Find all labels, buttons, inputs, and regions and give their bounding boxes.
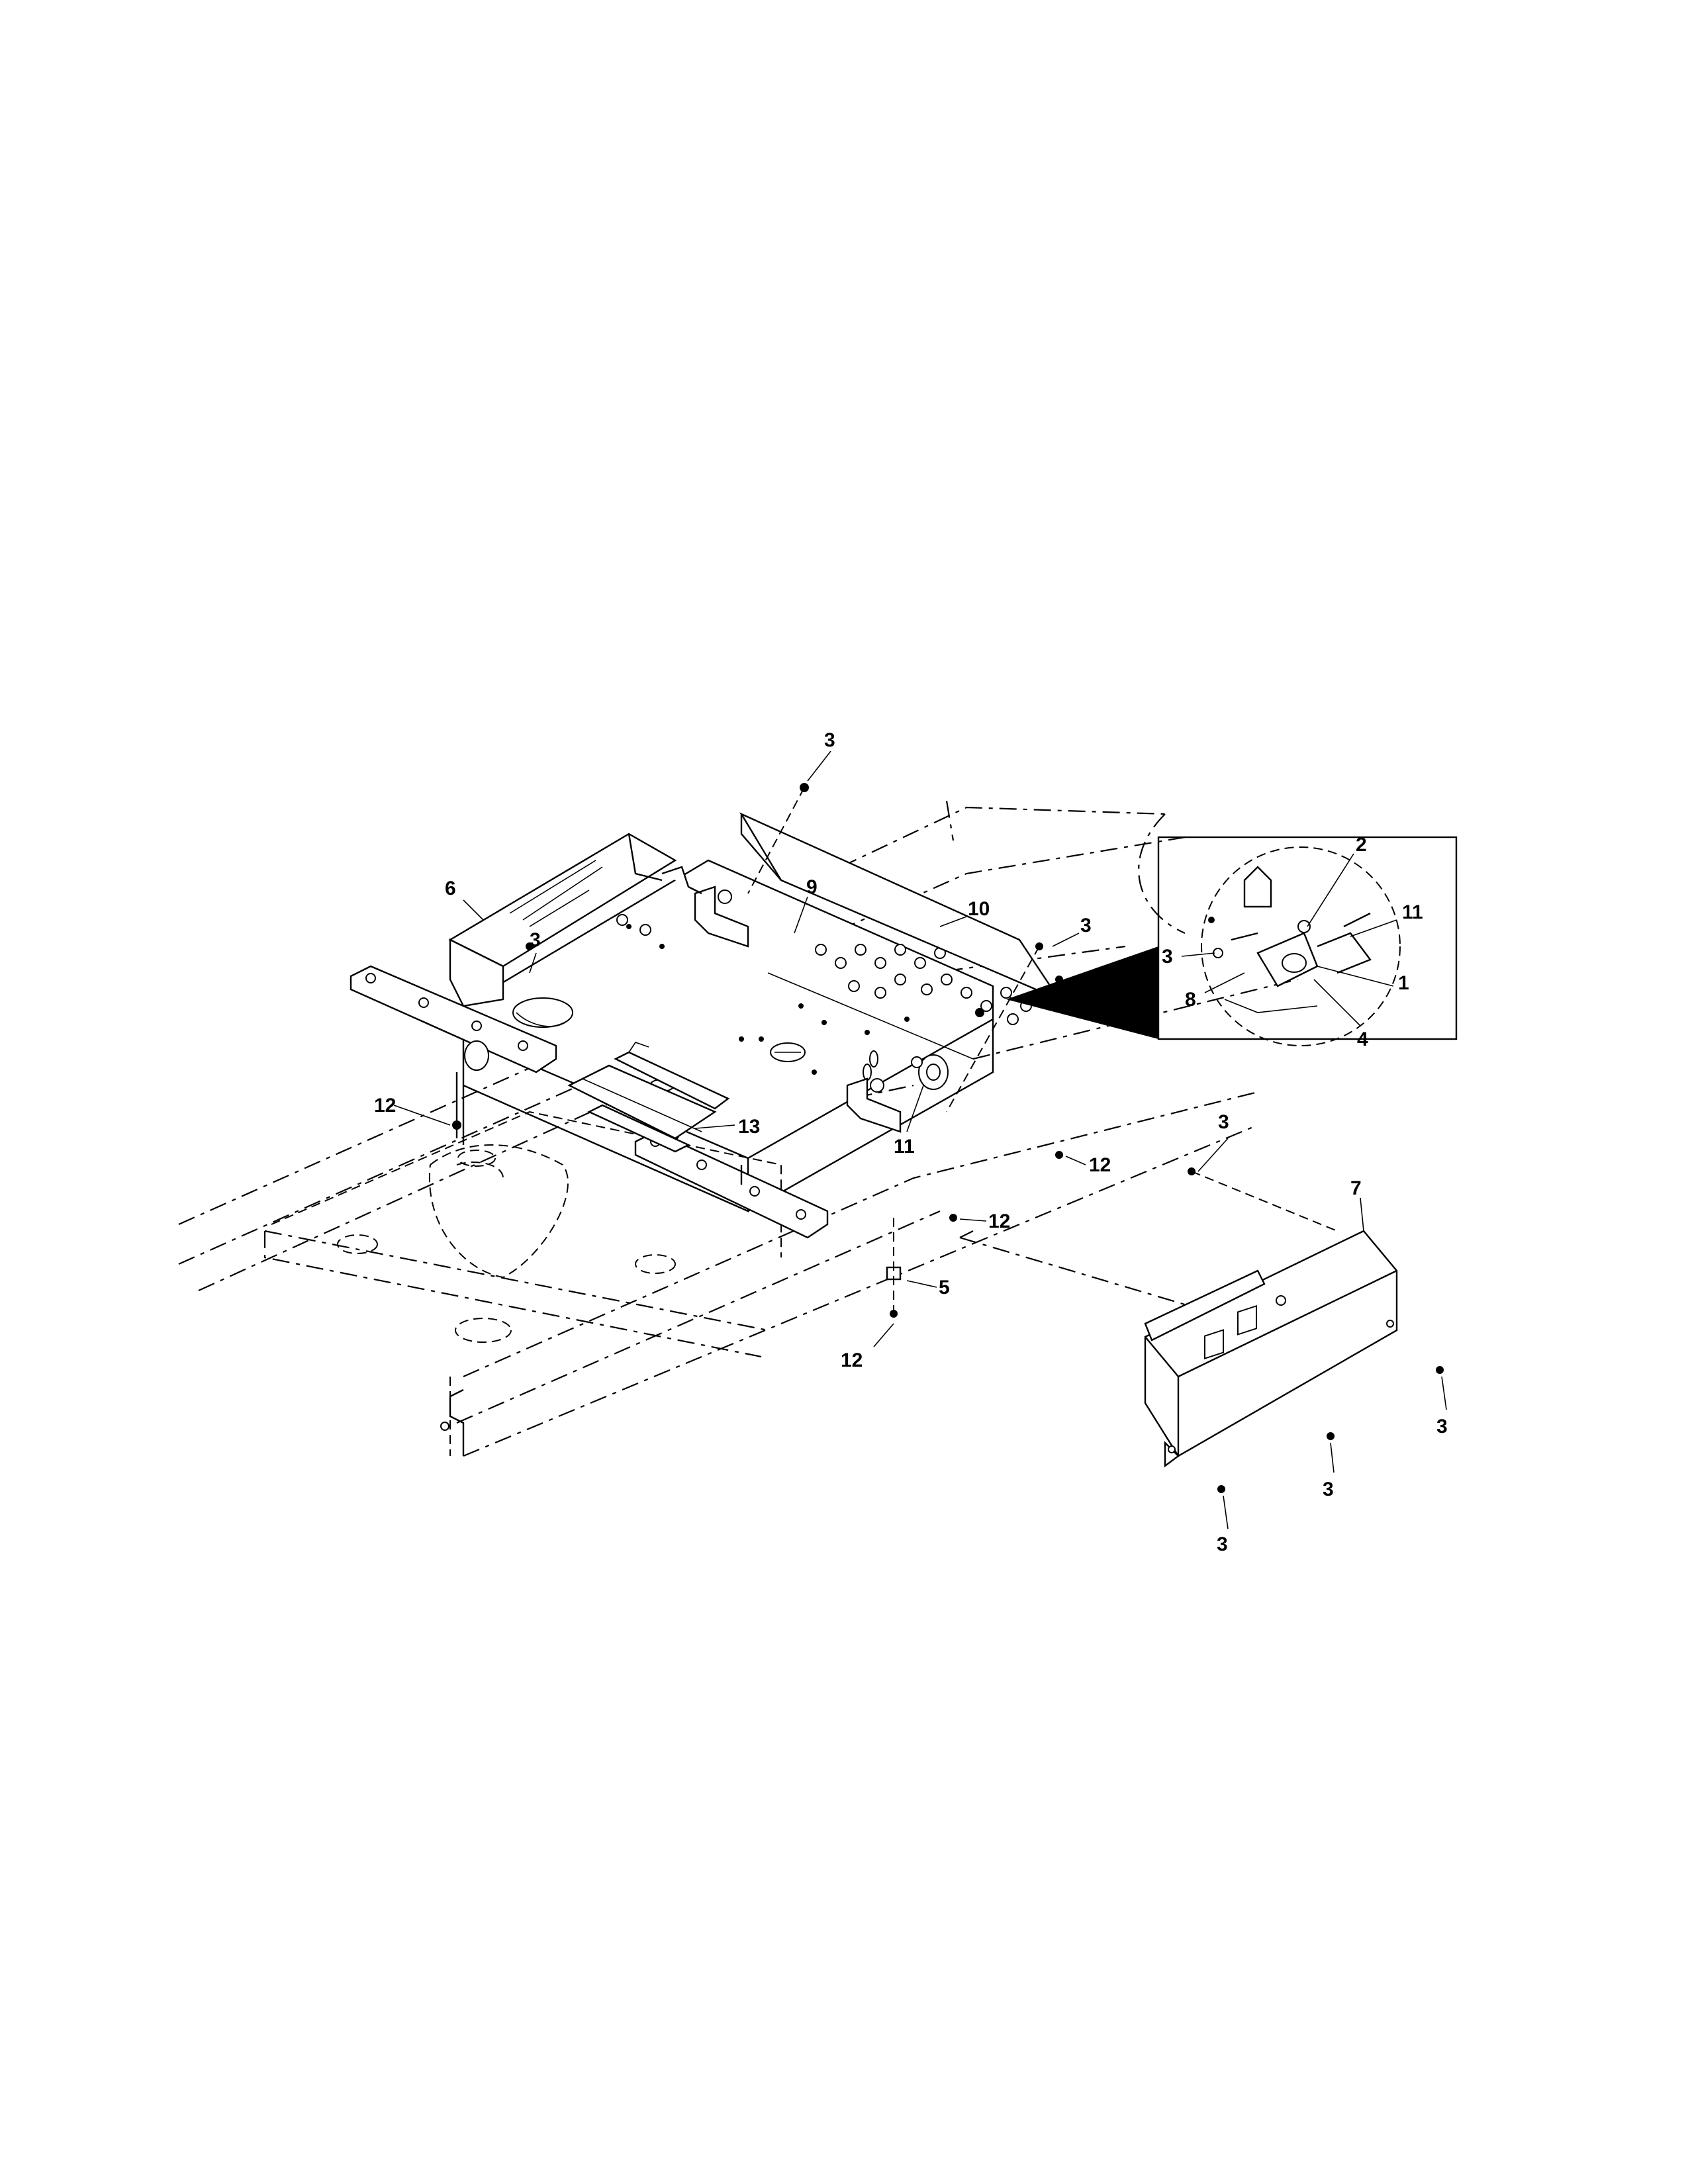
callout-5: 5 bbox=[939, 1277, 950, 1298]
callout-12: 12 bbox=[374, 1095, 396, 1116]
callout-labels: 3 6 3 9 10 3 3 2 11 3 1 8 4 12 13 11 3 1… bbox=[374, 729, 1448, 1555]
callout-9: 9 bbox=[806, 876, 818, 898]
lower-frame-plate bbox=[271, 1111, 782, 1343]
callout-4: 4 bbox=[1357, 1028, 1368, 1050]
callout-3: 3 bbox=[1217, 1533, 1228, 1555]
frame-rail-end bbox=[440, 1388, 465, 1456]
callout-12: 12 bbox=[841, 1349, 863, 1371]
callout-3: 3 bbox=[1323, 1479, 1334, 1500]
callout-3: 3 bbox=[1436, 1416, 1448, 1437]
callout-3: 3 bbox=[1162, 946, 1173, 968]
callout-1: 1 bbox=[1398, 972, 1409, 994]
frame-phantom-lines bbox=[178, 800, 1298, 1457]
left-mounting-bar bbox=[350, 965, 557, 1145]
callout-10: 10 bbox=[968, 898, 990, 920]
detail-inset bbox=[1006, 836, 1458, 1046]
callout-13: 13 bbox=[738, 1116, 760, 1138]
callout-12: 12 bbox=[1089, 1154, 1111, 1176]
callout-3: 3 bbox=[1080, 915, 1092, 936]
front-plate bbox=[1144, 1230, 1398, 1468]
callout-11: 11 bbox=[894, 1136, 915, 1158]
rear-shield bbox=[448, 833, 677, 1007]
perforation-holes bbox=[815, 944, 1032, 1025]
callout-3: 3 bbox=[530, 929, 541, 951]
fasteners bbox=[452, 783, 1444, 1493]
access-cover bbox=[567, 1042, 730, 1153]
callout-12: 12 bbox=[988, 1210, 1010, 1232]
callout-2: 2 bbox=[1356, 834, 1367, 856]
callout-3: 3 bbox=[1096, 964, 1107, 986]
callout-7: 7 bbox=[1350, 1177, 1362, 1199]
side-grommet bbox=[911, 1054, 949, 1090]
hinge-brackets bbox=[661, 866, 902, 1133]
callout-3: 3 bbox=[824, 729, 835, 751]
callout-8: 8 bbox=[1185, 989, 1196, 1011]
callout-3: 3 bbox=[1218, 1111, 1229, 1133]
callout-6: 6 bbox=[445, 878, 456, 899]
leader-lines bbox=[393, 751, 1447, 1529]
callout-11: 11 bbox=[1402, 901, 1423, 923]
